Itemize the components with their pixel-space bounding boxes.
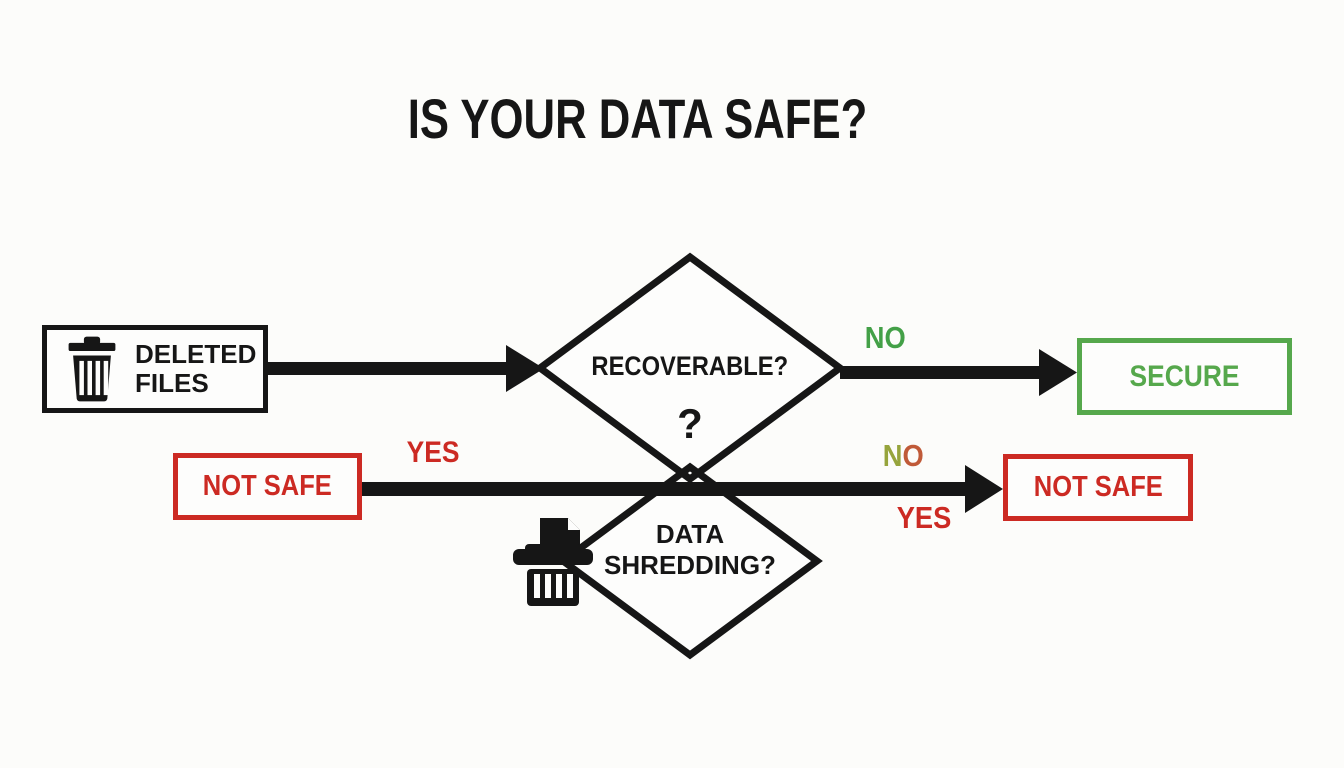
page-title-text: IS YOUR DATA SAFE?: [408, 87, 868, 150]
branch-label-yes-right: YES: [896, 500, 952, 535]
secure-label: SECURE: [1129, 359, 1240, 393]
not-safe-right-box: NOT SAFE: [1003, 454, 1193, 521]
not-safe-right-label: NOT SAFE: [1033, 471, 1163, 503]
recoverable-label: RECOVERABLE?: [591, 351, 789, 381]
deleted-files-label: DELETED FILES: [135, 339, 257, 398]
branch-label-yes-left: YES: [406, 436, 460, 469]
secure-box: SECURE: [1077, 338, 1292, 415]
arrow-deleted-to-recoverable: [268, 345, 544, 392]
no-right-letter-o: O: [902, 438, 924, 473]
arrow-recoverable-to-secure: [840, 349, 1077, 396]
branch-label-no-right: NO: [880, 438, 927, 474]
data-shredding-label: DATA SHREDDING?: [604, 519, 776, 580]
not-safe-left-box: NOT SAFE: [173, 453, 362, 520]
recoverable-question-mark: ?: [677, 400, 703, 447]
shredding-diamond: [557, 462, 823, 660]
trash-icon: [68, 336, 116, 402]
not-safe-left-label: NOT SAFE: [202, 470, 333, 502]
page-title: IS YOUR DATA SAFE?: [338, 86, 938, 151]
branch-label-no-top: NO: [864, 320, 906, 355]
no-right-letter-n: N: [882, 438, 903, 473]
deleted-files-box: DELETED FILES: [42, 325, 268, 413]
arrow-notsafe-to-notsafe: [362, 465, 1003, 513]
shredder-icon: [513, 518, 593, 606]
recoverable-diamond: [534, 252, 846, 484]
